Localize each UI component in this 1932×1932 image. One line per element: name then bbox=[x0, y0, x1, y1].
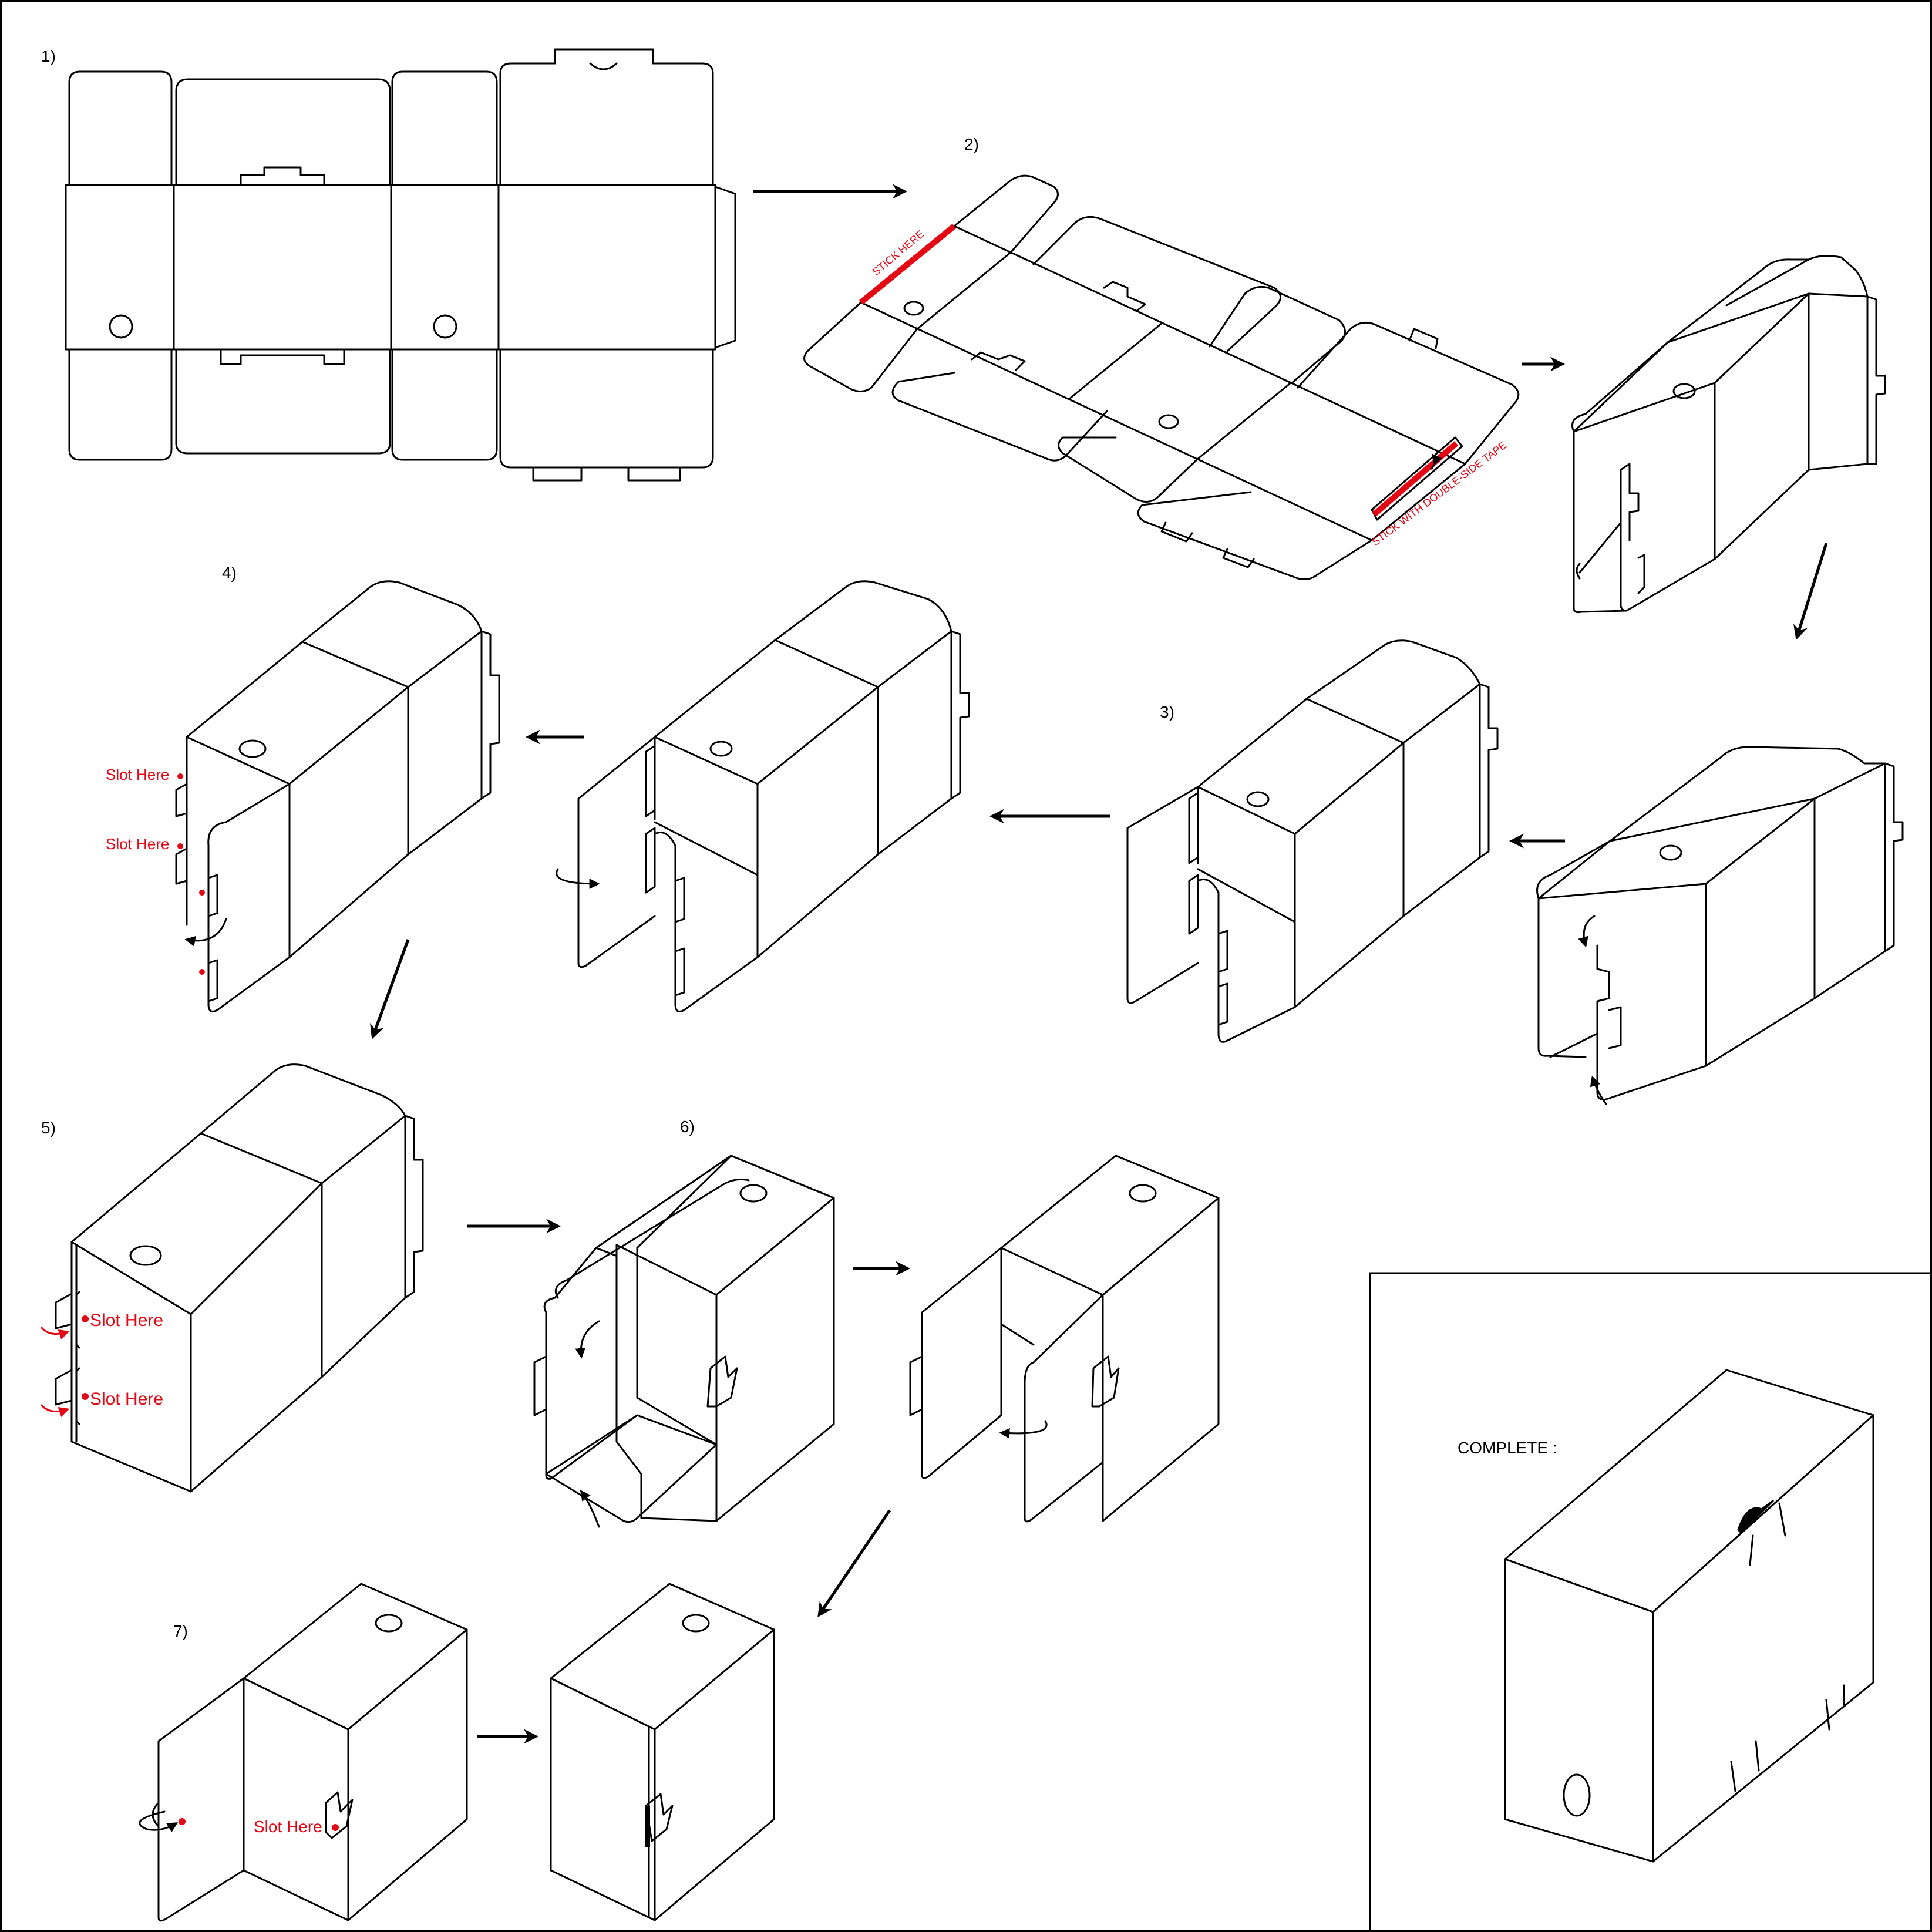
step1-label: 1) bbox=[41, 47, 56, 65]
slot-here-label-7: Slot Here bbox=[254, 1817, 322, 1836]
slot-dot-4a bbox=[177, 773, 183, 779]
arrow-2b-to-2c bbox=[1793, 543, 1828, 640]
step3-tube-folding: 3) bbox=[1126, 639, 1499, 1043]
arrow-4-to-5 bbox=[370, 939, 410, 1039]
handle-tab bbox=[1737, 1499, 1775, 1534]
slot-tab-closed bbox=[645, 1806, 650, 1847]
slot-here-label-4a: Slot Here bbox=[106, 766, 169, 783]
step2-label: 2) bbox=[964, 135, 979, 153]
slot-dot-4b bbox=[177, 843, 183, 849]
step1-flat-dieline: 1) bbox=[41, 47, 736, 482]
slot-dot-7 bbox=[332, 1824, 339, 1831]
step2b-tube bbox=[1571, 255, 1886, 614]
step6-folding-top: 6) bbox=[533, 1118, 835, 1528]
step5-label: 5) bbox=[41, 1119, 56, 1137]
step6-label: 6) bbox=[680, 1118, 695, 1136]
step3b-tube-folding bbox=[556, 580, 970, 1012]
complete-label: COMPLETE : bbox=[1458, 1439, 1557, 1457]
slot-dot-4c bbox=[199, 890, 205, 896]
slot-here-label-5a: Slot Here bbox=[90, 1311, 163, 1330]
step6b-folding-sides bbox=[909, 1155, 1220, 1523]
complete-panel: COMPLETE : bbox=[1369, 1272, 1932, 1932]
step2c-tube-folding bbox=[1536, 746, 1904, 1105]
step5-closed-side: 5) Slot Here Slot Here bbox=[40, 1063, 424, 1493]
slot-dot-5a bbox=[82, 1315, 89, 1322]
step7b-closed bbox=[550, 1583, 775, 1921]
step4-label: 4) bbox=[222, 564, 237, 582]
slot-here-label-4b: Slot Here bbox=[106, 835, 169, 853]
slot-here-label-5b: Slot Here bbox=[90, 1389, 163, 1409]
step7-final-slot: 7) Slot Here bbox=[139, 1583, 468, 1922]
step3-label: 3) bbox=[1160, 703, 1174, 721]
slot-dot-7b bbox=[179, 1818, 186, 1825]
slot-dot-4d bbox=[199, 969, 205, 975]
step4-slotting: 4) Slot Here Slot Here bbox=[106, 564, 500, 1012]
arrow-6b-to-7 bbox=[817, 1509, 891, 1618]
slot-dot-5b bbox=[82, 1393, 89, 1400]
step2-flat-iso: 2) STICK HERE STICK WITH DOUBLE-SIDE TAP… bbox=[803, 135, 1520, 580]
step7-label: 7) bbox=[173, 1622, 188, 1640]
